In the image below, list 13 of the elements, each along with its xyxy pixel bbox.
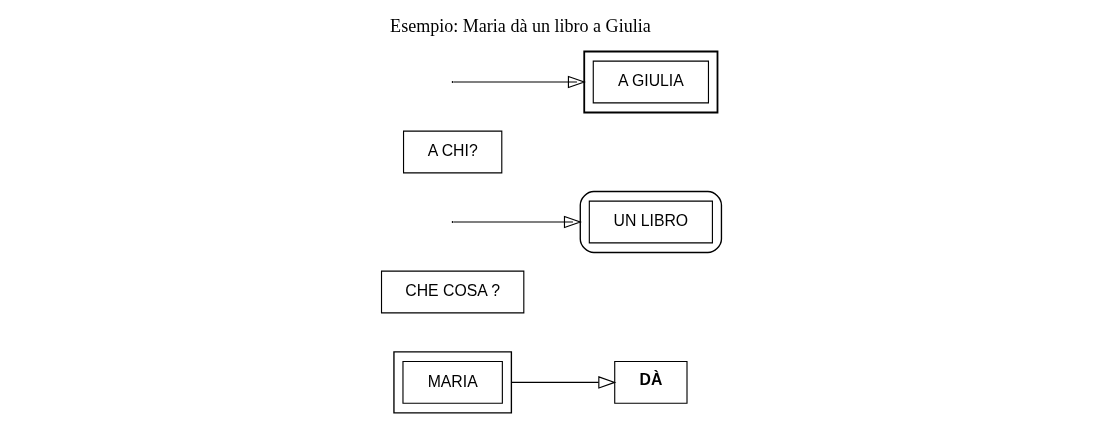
- node-box: CHE COSA ?: [380, 270, 525, 314]
- node-box: UN LIBRO: [588, 200, 713, 244]
- cluster: [393, 351, 513, 414]
- node-box: MARIA: [402, 360, 503, 404]
- node-box: DÀ: [614, 360, 688, 404]
- node-box: A GIULIA: [592, 60, 710, 104]
- arrow: [453, 215, 582, 229]
- arrow: [453, 75, 586, 89]
- arrow: [510, 376, 617, 389]
- cluster: [579, 190, 723, 254]
- node-box: A CHI?: [402, 130, 503, 174]
- cluster: [583, 50, 719, 114]
- diagram-title: Esempio: Maria dà un libro a Giulia: [390, 16, 651, 37]
